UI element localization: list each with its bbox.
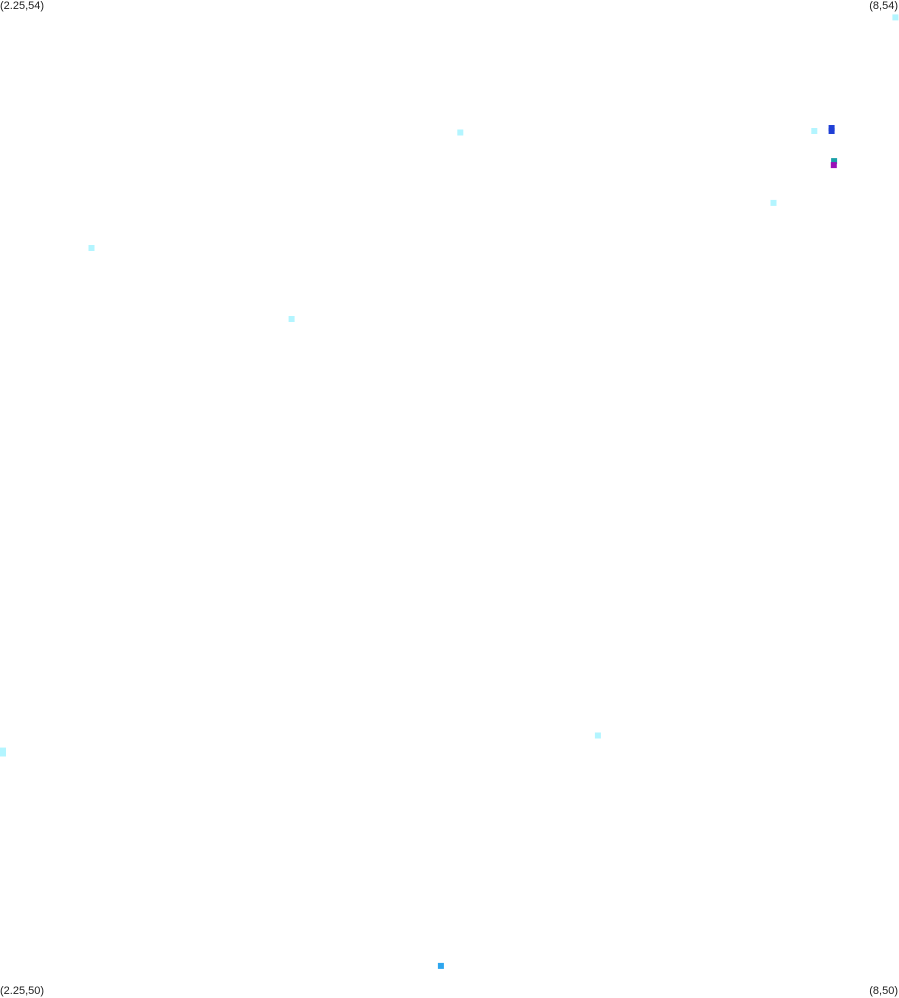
map-point-15	[0, 747, 6, 754]
map-point-16	[437, 962, 444, 969]
corner-label-bottom-left: (2.25,50)	[0, 985, 45, 997]
map-point-3	[811, 128, 818, 134]
corner-label-top-right: (8,54)	[869, 0, 898, 12]
map-point-11	[594, 732, 601, 739]
map-point-2	[457, 129, 464, 136]
map-point-8	[770, 199, 777, 206]
map-point-9	[88, 245, 95, 251]
corner-label-bottom-right: (8,50)	[869, 985, 898, 997]
map-point-5	[828, 128, 835, 134]
corner-label-top-left: (2.25,54)	[0, 0, 45, 12]
map-point-1	[892, 14, 899, 21]
map-point-6	[831, 158, 838, 165]
map-point-7	[830, 162, 837, 169]
map-point-10	[288, 316, 295, 322]
